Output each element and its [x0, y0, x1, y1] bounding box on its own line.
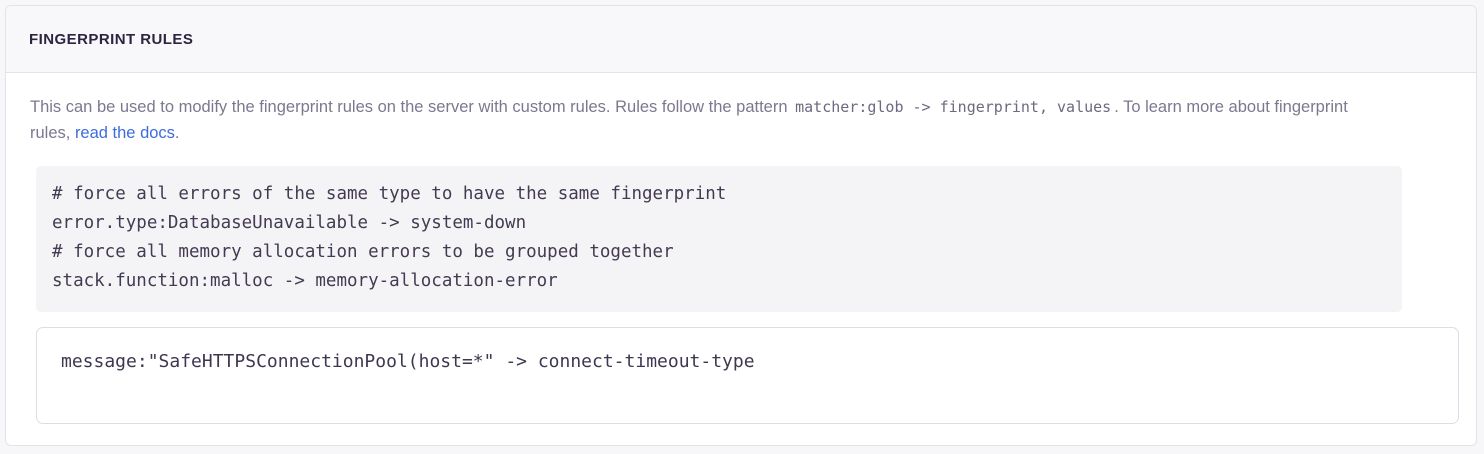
description-part-1: This can be used to modify the fingerpri…	[30, 98, 793, 116]
description-part-3: .	[174, 124, 180, 142]
page-title: Fingerprint Rules	[29, 30, 194, 48]
description-text: This can be used to modify the fingerpri…	[30, 94, 1378, 146]
read-the-docs-link[interactable]: read the docs	[74, 124, 175, 142]
example-code-text: # force all errors of the same type to h…	[52, 184, 727, 291]
inline-code-pattern: matcher:glob -> fingerprint, values	[795, 98, 1112, 116]
description-part-2: . To learn more about fingerprint rules,	[30, 98, 1348, 142]
panel-body: This can be used to modify the fingerpri…	[6, 73, 1476, 424]
fingerprint-rules-input[interactable]	[36, 327, 1459, 424]
fingerprint-rules-panel: Fingerprint Rules This can be used to mo…	[5, 5, 1477, 446]
panel-header: Fingerprint Rules	[6, 6, 1476, 73]
example-code-block: # force all errors of the same type to h…	[36, 166, 1402, 312]
